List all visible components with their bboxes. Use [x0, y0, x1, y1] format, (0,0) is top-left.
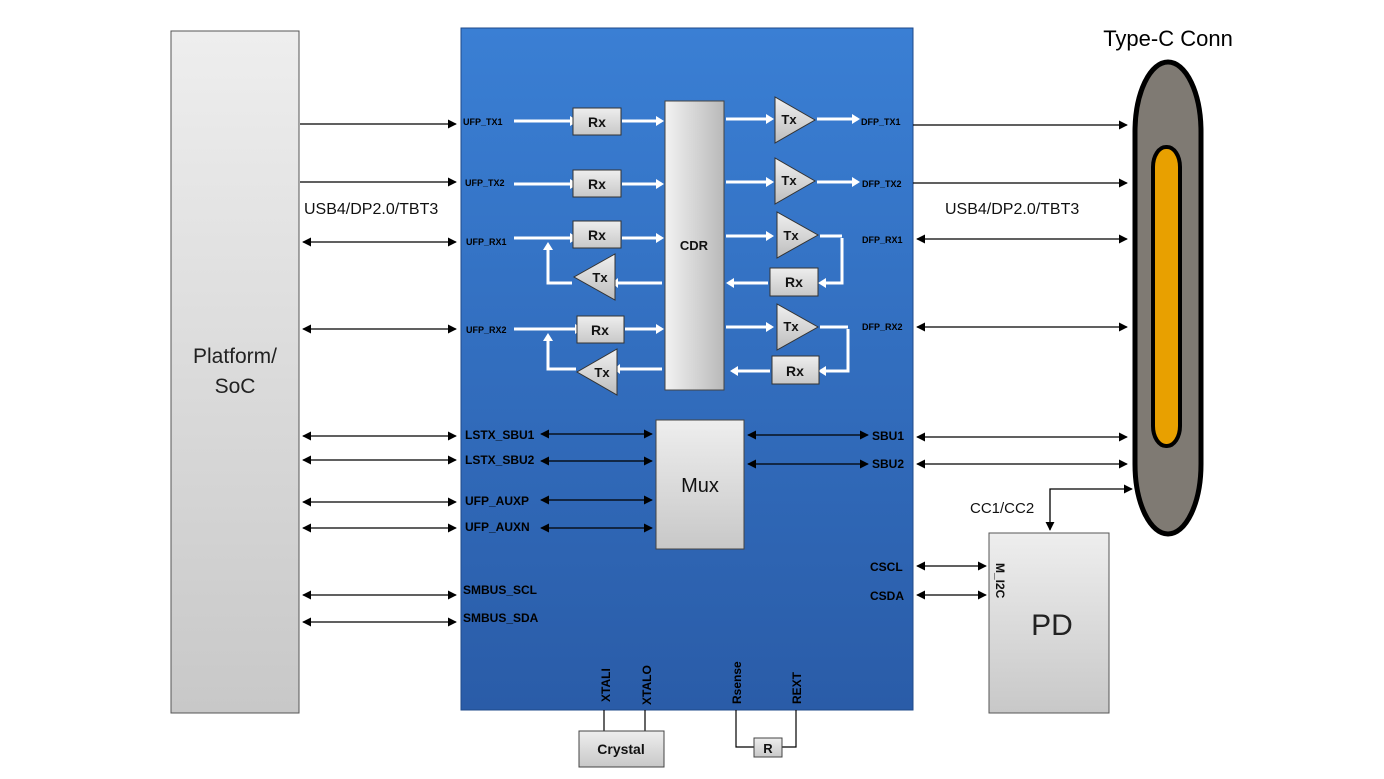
pd-label: PD — [1031, 609, 1073, 642]
pin-ufp-tx2: UFP_TX2 — [465, 178, 505, 188]
pin-ufp-tx1: UFP_TX1 — [463, 117, 503, 127]
resistor-label: R — [763, 741, 773, 756]
pin-dfp-rx2: DFP_RX2 — [862, 322, 903, 332]
pin-sbu2: SBU2 — [872, 457, 904, 471]
pin-lstx-sbu2: LSTX_SBU2 — [465, 453, 535, 467]
tx-driver-ufp-rx1: Tx — [572, 253, 616, 301]
pin-rsense: Rsense — [730, 661, 744, 704]
left-bus-label: USB4/DP2.0/TBT3 — [304, 201, 438, 218]
right-pin-labels: DFP_TX1 DFP_TX2 DFP_RX1 DFP_RX2 SBU1 SBU… — [861, 117, 904, 603]
tx-driver-dfp-tx2: Tx — [774, 157, 817, 205]
tx-driver-ufp-rx2: Tx — [575, 348, 618, 396]
tx-label: Tx — [594, 365, 610, 380]
pin-dfp-tx2: DFP_TX2 — [862, 179, 902, 189]
rx-box-ufp-tx2: Rx — [572, 169, 622, 198]
left-pin-labels: UFP_TX1 UFP_TX2 UFP_RX1 UFP_RX2 LSTX_SBU… — [463, 117, 539, 625]
tx-label: Tx — [592, 270, 608, 285]
tx-label: Tx — [781, 173, 797, 188]
pin-ufp-rx1: UFP_RX1 — [466, 237, 507, 247]
pin-ufp-auxn: UFP_AUXN — [465, 520, 530, 534]
m-i2c-label: M_I2C — [993, 563, 1007, 599]
pin-smbus-scl: SMBUS_SCL — [463, 583, 537, 597]
pin-ufp-rx2: UFP_RX2 — [466, 325, 507, 335]
rx-box-dfp-rx1: Rx — [769, 267, 819, 297]
cdr-label: CDR — [680, 238, 709, 253]
cc-label: CC1/CC2 — [970, 500, 1034, 517]
mux-label: Mux — [681, 475, 719, 497]
pin-rext: REXT — [790, 671, 804, 704]
rx-box-dfp-rx2: Rx — [771, 355, 820, 385]
rx-box-ufp-tx1: Rx — [572, 107, 622, 136]
pin-xtalo: XTALO — [640, 665, 654, 705]
pd-block — [988, 532, 1110, 714]
rx-label: Rx — [588, 114, 606, 130]
left-bus-wires — [300, 119, 457, 627]
rx-label: Rx — [591, 322, 609, 338]
rx-label: Rx — [785, 274, 803, 290]
bottom-pin-labels: XTALI XTALO Rsense REXT — [599, 661, 804, 705]
tx-driver-dfp-rx2: Tx — [776, 303, 820, 351]
rx-label: Rx — [786, 363, 804, 379]
cdr-block — [664, 100, 725, 391]
platform-label-line1: Platform/ — [193, 345, 277, 368]
rx-label: Rx — [588, 176, 606, 192]
type-c-tongue — [1151, 145, 1182, 448]
pin-sbu1: SBU1 — [872, 429, 904, 443]
crystal-label: Crystal — [597, 741, 644, 757]
pin-xtali: XTALI — [599, 668, 613, 702]
internal-data-paths — [514, 117, 858, 373]
pin-lstx-sbu1: LSTX_SBU1 — [465, 428, 535, 442]
pin-csda: CSDA — [870, 589, 904, 603]
rx-box-ufp-rx1: Rx — [572, 220, 622, 249]
mux-block — [655, 419, 745, 550]
external-component-wires — [603, 710, 797, 748]
tx-driver-dfp-tx1: Tx — [774, 96, 817, 144]
platform-soc-block — [170, 30, 300, 714]
pin-smbus-sda: SMBUS_SDA — [463, 611, 539, 625]
pin-cscl: CSCL — [870, 560, 903, 574]
platform-label-line2: SoC — [215, 375, 256, 398]
tx-label: Tx — [783, 228, 799, 243]
rx-box-ufp-rx2: Rx — [576, 315, 625, 344]
tx-label: Tx — [781, 112, 797, 127]
mux-wires — [540, 429, 869, 533]
connector-title: Type-C Conn — [1103, 26, 1233, 51]
tx-label: Tx — [783, 319, 799, 334]
resistor-block — [753, 737, 783, 758]
right-bus-label: USB4/DP2.0/TBT3 — [945, 201, 1079, 218]
pin-ufp-auxp: UFP_AUXP — [465, 494, 529, 508]
right-bus-wires — [913, 120, 1133, 600]
tx-driver-dfp-rx1: Tx — [776, 211, 820, 259]
pin-dfp-rx1: DFP_RX1 — [862, 235, 903, 245]
rx-label: Rx — [588, 227, 606, 243]
crystal-block — [578, 730, 665, 768]
pin-dfp-tx1: DFP_TX1 — [861, 117, 901, 127]
